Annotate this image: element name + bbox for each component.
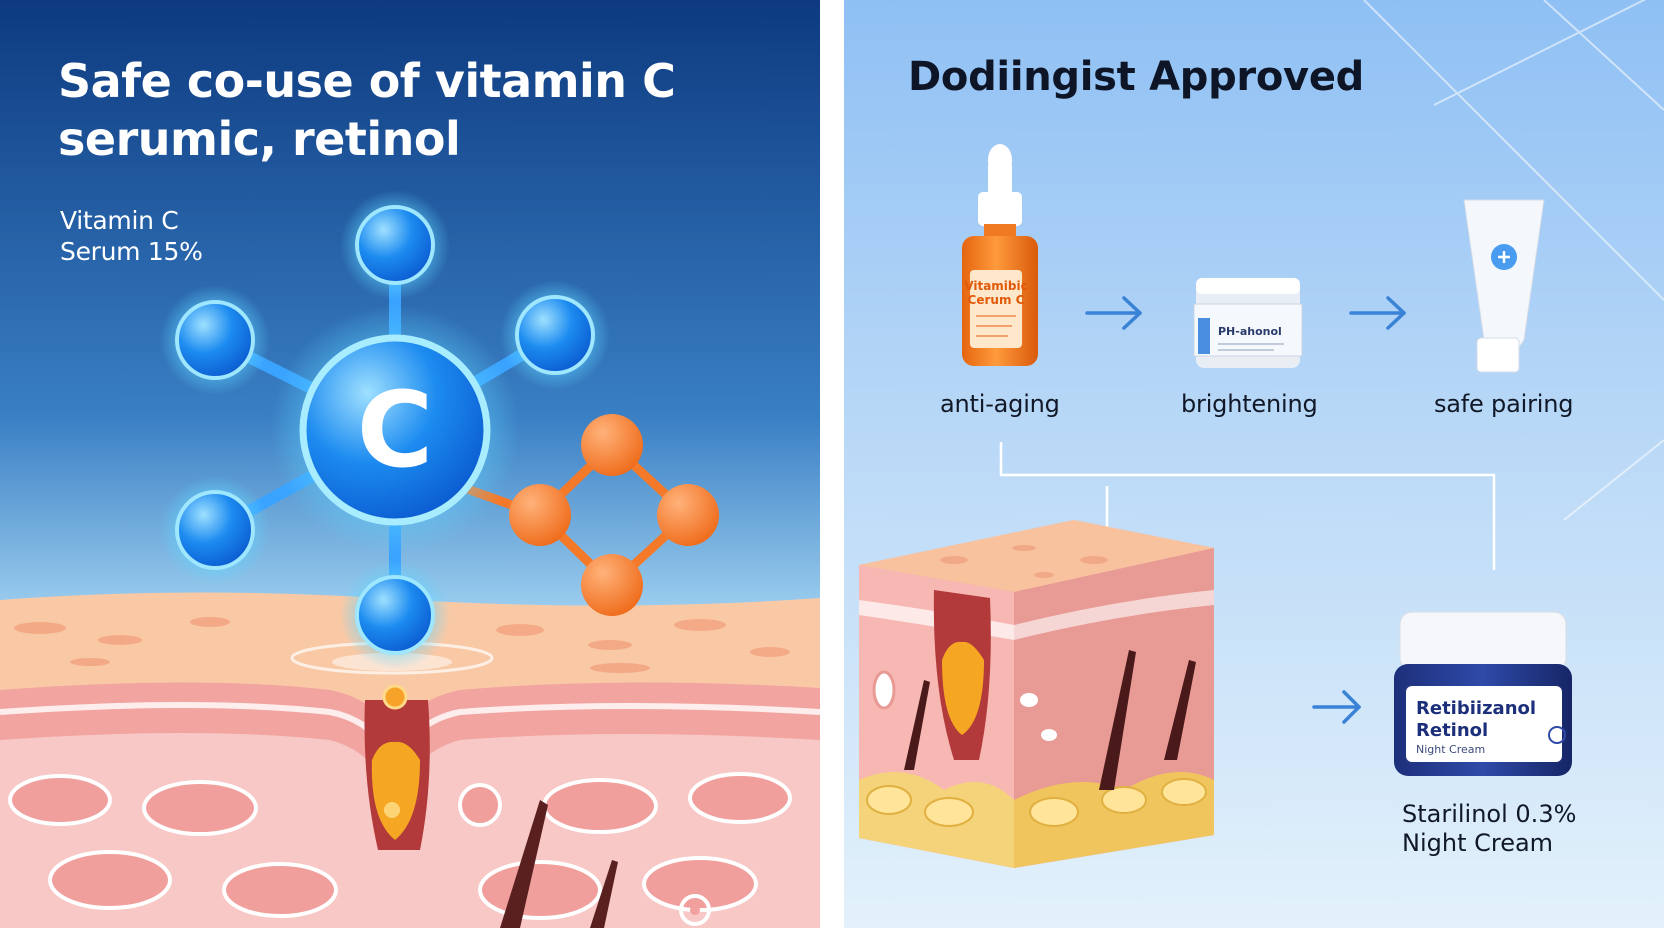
- retinol-jar-line-3: Night Cream: [1416, 743, 1485, 756]
- step-label-anti-aging: anti-aging: [940, 390, 1060, 418]
- product-caption-line-2: Serum 15%: [60, 237, 203, 266]
- vitamin-c-molecule: C: [160, 190, 610, 670]
- right-illustration: Vitamibic Cerum C PH-ahonol: [844, 0, 1664, 928]
- retinol-jar-line-2: Retinol: [1416, 720, 1488, 741]
- product-caption: Vitamin C Serum 15%: [60, 205, 203, 267]
- arrow-right-icon: [1312, 690, 1361, 724]
- cream-jar-text: PH-ahonol: [1218, 325, 1282, 338]
- night-cream-label-line-1: Starilinol 0.3%: [1402, 800, 1577, 828]
- drop-icon: [1548, 726, 1566, 744]
- step-label-safe-pairing: safe pairing: [1434, 390, 1574, 418]
- night-cream-label: Starilinol 0.3% Night Cream: [1402, 800, 1576, 858]
- skin-cube: [859, 520, 1214, 868]
- left-illustration: C: [0, 0, 820, 928]
- arrow-right-icon: [1085, 296, 1142, 330]
- molecule-letter: C: [357, 369, 433, 491]
- left-panel: C Safe co-use of vitamin C serumic, reti…: [0, 0, 820, 928]
- decorative-lines: [1363, 0, 1664, 521]
- arrow-right-icon: [1349, 296, 1406, 330]
- serum-bottle-text-1: Vitamibic: [964, 279, 1027, 293]
- cream-jar: PH-ahonol: [1193, 278, 1303, 368]
- main-title-line-1: Safe co-use of vitamin C: [58, 54, 676, 108]
- tube: [1463, 199, 1545, 373]
- retinol-jar-line-1: Retibiizanol: [1416, 698, 1536, 719]
- serum-bottle: Vitamibic Cerum C: [962, 144, 1038, 366]
- arrow-icons: [1085, 296, 1406, 724]
- retinol-jar: Retibiizanol Retinol Night Cream: [1394, 611, 1572, 776]
- right-panel: Vitamibic Cerum C PH-ahonol: [844, 0, 1664, 928]
- step-label-brightening: brightening: [1181, 390, 1318, 418]
- night-cream-label-line-2: Night Cream: [1402, 829, 1554, 857]
- retinol-molecule: [465, 414, 719, 616]
- main-title-line-2: serumic, retinol: [58, 112, 461, 166]
- serum-bottle-text-2: Cerum C: [968, 293, 1025, 307]
- approval-title: Dodiingist Approved: [908, 54, 1364, 100]
- product-caption-line-1: Vitamin C: [60, 206, 179, 235]
- skin-cross-section: [0, 592, 820, 928]
- main-title: Safe co-use of vitamin C serumic, retino…: [58, 52, 778, 168]
